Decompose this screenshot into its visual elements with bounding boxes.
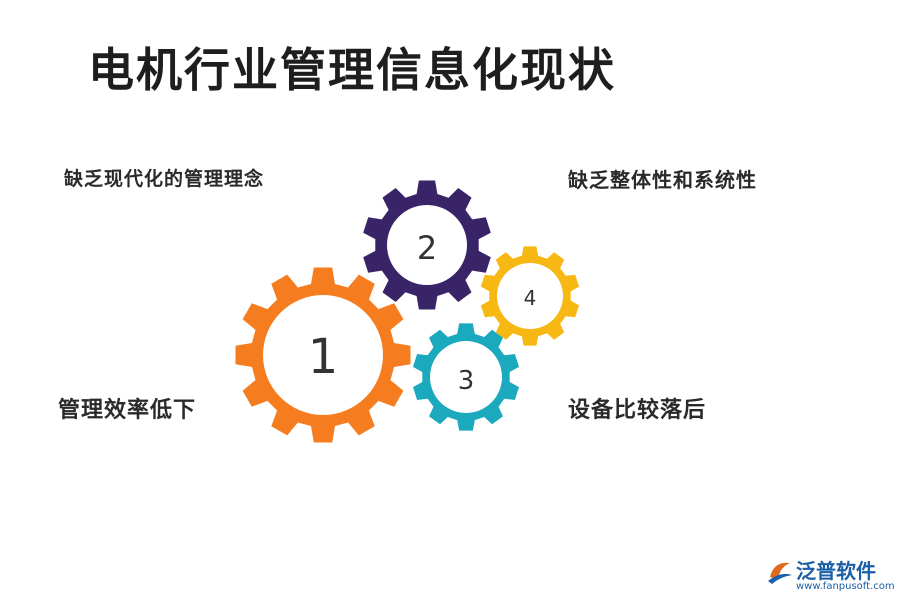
page-title: 电机行业管理信息化现状	[88, 43, 616, 97]
logo-name: 泛普软件	[796, 559, 876, 583]
gear-4: 4	[480, 246, 580, 346]
brand-logo: 泛普软件 www.fanpusoft.com	[766, 553, 896, 597]
label-low-efficiency: 管理效率低下	[58, 398, 197, 423]
logo-icon	[768, 562, 792, 584]
label-modern-management: 缺乏现代化的管理理念	[64, 168, 265, 190]
gear-2: 2	[363, 180, 491, 310]
label-integrity-system: 缺乏整体性和系统性	[568, 168, 757, 192]
gear-3-number: 3	[458, 366, 475, 396]
label-outdated-equipment: 设备比较落后	[568, 398, 707, 423]
gear-1-hub	[263, 295, 383, 415]
gear-2-hub	[387, 205, 467, 285]
gear-2-number: 2	[417, 229, 437, 267]
gear-4-number: 4	[524, 286, 537, 310]
gear-1-number: 1	[308, 329, 339, 385]
logo-url: www.fanpusoft.com	[796, 581, 895, 592]
gear-3-hub	[430, 341, 502, 413]
gear-3: 3	[413, 323, 519, 431]
gear-4-hub	[497, 263, 563, 329]
gear-1: 1	[235, 267, 411, 443]
